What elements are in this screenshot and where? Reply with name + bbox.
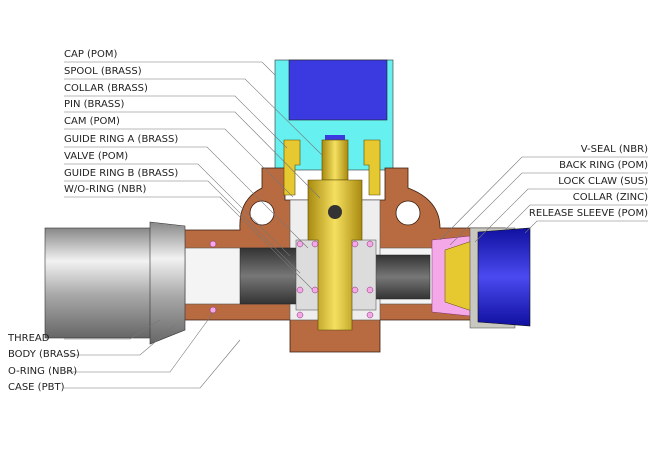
label-v-seal: V-SEAL (NBR) <box>580 144 648 155</box>
label-valve: VALVE (POM) <box>64 151 129 162</box>
label-spool: SPOOL (BRASS) <box>64 66 142 77</box>
label-body: BODY (BRASS) <box>8 349 80 360</box>
collar-brass <box>283 139 381 196</box>
label-release-sleeve: RELEASE SLEEVE (POM) <box>528 208 648 219</box>
o-rings <box>209 240 374 319</box>
label-cap: CAP (POM) <box>64 49 118 60</box>
coupling <box>431 227 531 329</box>
leader-lines <box>64 61 648 389</box>
label-lock-claw: LOCK CLAW (SUS) <box>558 176 648 187</box>
label-guide-ring-a: GUIDE RING A (BRASS) <box>64 134 179 145</box>
label-cam: CAM (POM) <box>64 116 120 127</box>
spool <box>307 139 363 331</box>
label-guide-ring-b: GUIDE RING B (BRASS) <box>64 168 179 179</box>
label-thread: THREAD <box>8 333 50 344</box>
label-case: CASE (PBT) <box>8 382 65 393</box>
thread <box>44 221 186 345</box>
label-collar-brass: COLLAR (BRASS) <box>64 83 148 94</box>
label-back-ring: BACK RING (POM) <box>559 160 648 171</box>
label-collar-zinc: COLLAR (ZINC) <box>572 192 648 203</box>
label-o-ring: O-RING (NBR) <box>8 366 78 377</box>
label-pin: PIN (BRASS) <box>64 99 125 110</box>
label-w-o-ring: W/O-RING (NBR) <box>64 184 147 195</box>
